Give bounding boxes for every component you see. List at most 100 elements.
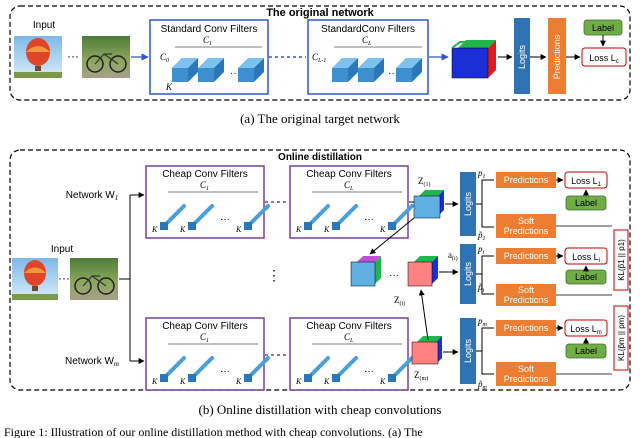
top-caption: (a) The original target network	[240, 111, 400, 126]
bottom-bicycle-image	[70, 258, 118, 300]
svg-text:K: K	[295, 225, 302, 234]
top-logits-label: Logits	[517, 44, 527, 69]
branch-i-lines	[476, 255, 494, 295]
svg-text:K: K	[379, 377, 386, 386]
top-loss-box	[581, 47, 627, 67]
top-block2-c-left: CL-1	[312, 52, 326, 64]
kl-links	[556, 225, 612, 375]
soft-predictions-box-m	[496, 362, 556, 386]
top-block1-filters: ···	[172, 58, 264, 82]
top-balloon-image	[14, 36, 62, 78]
arrow-z1-to-agg	[369, 217, 415, 255]
predictions-label-1: Predictions	[504, 175, 549, 185]
svg-text:Cheap Conv Filters: Cheap Conv Filters	[162, 321, 248, 332]
filter-dots: ···	[364, 366, 374, 377]
cheap-filter: K	[151, 204, 186, 234]
top-block1-k: K	[165, 82, 173, 92]
loss-label-m: Loss Lm	[570, 324, 602, 336]
logits-box-i	[460, 244, 476, 304]
svg-text:K: K	[151, 225, 158, 234]
loss-box-i	[564, 247, 608, 265]
bottom-caption: (b) Online distillation with cheap convo…	[199, 402, 442, 417]
z1-label: Z(1)	[418, 176, 431, 188]
cheap-filter: K	[295, 356, 330, 386]
bottom-input-dots: ···	[58, 271, 70, 285]
svg-text:CL: CL	[344, 332, 354, 344]
top-block1-c-top: C1	[203, 35, 212, 47]
cheap-filter: K	[379, 204, 414, 234]
soft-predictions-box-i	[496, 284, 556, 306]
top-block2-c-top: CL	[362, 35, 372, 47]
kl-box-1	[613, 229, 629, 291]
svg-text:K: K	[323, 225, 330, 234]
kl-label-m: KL(p̃m || pm)	[617, 315, 626, 361]
branch-m-lines	[476, 327, 494, 375]
pm-label: pm	[477, 316, 488, 328]
predictions-label-i: Predictions	[504, 251, 549, 261]
svg-text:K: K	[179, 377, 186, 386]
cheap-filter: K	[235, 204, 270, 234]
network-m-label: Network Wm	[65, 356, 119, 368]
soft-predictions-box-1	[496, 214, 556, 238]
svg-text:K: K	[235, 377, 242, 386]
top-loss-text: Loss Lc	[589, 53, 619, 65]
label-text-1: Label	[575, 198, 597, 208]
top-panel-title: The original network	[266, 7, 374, 19]
logits-box-1	[460, 172, 476, 236]
pi-tilde-label: p̃i	[477, 282, 485, 294]
svg-text:···: ···	[230, 68, 240, 79]
top-conv-block-2-title: StandardConv Filters	[321, 24, 415, 35]
predictions-box-i	[496, 248, 556, 264]
cheap-filter: K	[323, 356, 358, 386]
top-bicycle-image	[82, 36, 130, 78]
cheap-filter: K	[179, 204, 214, 234]
svg-text:Cheap Conv Filters: Cheap Conv Filters	[306, 169, 392, 180]
svg-text:Cheap Conv Filters: Cheap Conv Filters	[162, 169, 248, 180]
top-block1-c-left: C0	[160, 52, 169, 64]
loss-box-m	[564, 319, 608, 337]
top-predictions-label: Predictions	[552, 34, 562, 79]
predictions-label-m: Predictions	[504, 323, 549, 333]
cheap-filter: K	[235, 356, 270, 386]
svg-text:K: K	[151, 377, 158, 386]
svg-text:K: K	[295, 377, 302, 386]
label-text-i: Label	[575, 272, 597, 282]
top-input-label: Input	[33, 20, 55, 31]
pi-label: pi	[477, 244, 485, 256]
zm-cube	[411, 336, 442, 365]
svg-text:···: ···	[389, 270, 399, 281]
top-logits-box	[514, 18, 530, 94]
ai-label: a(i)	[448, 250, 458, 262]
loss-label-i: Loss Li	[572, 252, 600, 264]
predictions-box-m	[496, 320, 556, 336]
bottom-balloon-image	[12, 258, 58, 300]
top-conv-block-1-title: Standard Conv Filters	[161, 24, 258, 35]
bottom-panel: Online distillation Input ··· Network W1…	[9, 149, 631, 391]
bottom-input-label: Input	[51, 244, 73, 255]
loss-label-1: Loss L1	[571, 176, 602, 188]
p1-label: p1	[477, 168, 486, 180]
logits-label-i: Logits	[463, 261, 473, 286]
svg-text:···: ···	[388, 68, 398, 79]
logits-box-m	[460, 318, 476, 384]
bottom-panel-border	[9, 149, 631, 391]
svg-text:Cheap Conv Filters: Cheap Conv Filters	[306, 321, 392, 332]
top-feature-map-cube	[451, 40, 496, 79]
branch-1-lines	[476, 179, 494, 228]
cheap-filter: K	[379, 356, 414, 386]
zi-label: Z(i)	[394, 295, 405, 307]
kl-label-1: KL(p̃1 || p1)	[617, 239, 626, 281]
filter-dots: ···	[364, 214, 374, 225]
top-input-dots: ···	[67, 49, 79, 63]
center-vertical-dots: ⋮	[267, 267, 281, 283]
p1-tilde-label: p̃1	[477, 230, 486, 242]
top-predictions-box	[548, 18, 566, 94]
cheap-filter: K	[295, 204, 330, 234]
svg-text:C1: C1	[200, 332, 209, 344]
label-text-m: Label	[575, 346, 597, 356]
z1-cube	[413, 190, 444, 219]
cheap-filter: K	[323, 204, 358, 234]
